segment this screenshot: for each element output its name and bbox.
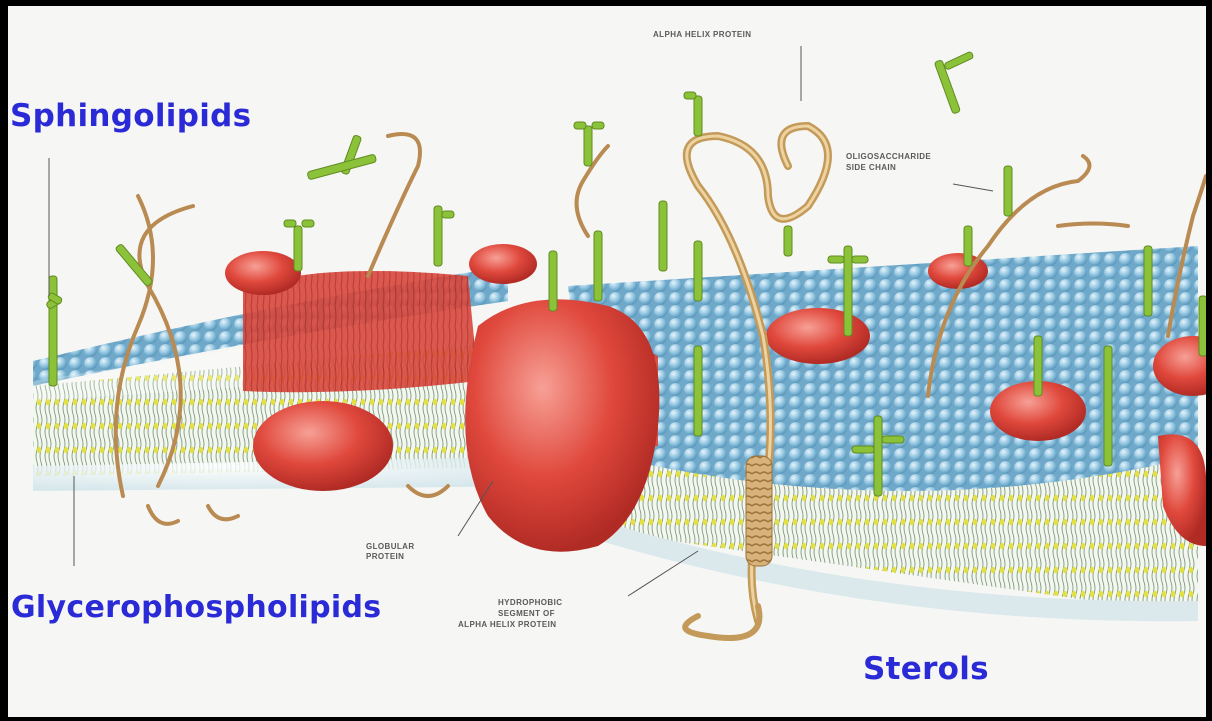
sterols-label: Sterols [863, 651, 989, 687]
glycerophospholipids-label: Glycerophospholipids [11, 590, 381, 625]
globular-protein-label-line1: GLOBULAR [366, 542, 415, 551]
surface-protein [225, 251, 301, 295]
hydrophobic-segment-label-line3: ALPHA HELIX PROTEIN [458, 620, 556, 629]
diagram-canvas: Sphingolipids Glycerophospholipids Stero… [8, 6, 1206, 717]
globular-protein-label-line2: PROTEIN [366, 552, 404, 561]
hydrophobic-segment-label-line2: SEGMENT OF [498, 609, 555, 618]
oligosaccharide-label-line2: SIDE CHAIN [846, 163, 896, 172]
hydrophobic-segment-label-line1: HYDROPHOBIC [498, 598, 562, 607]
globular-protein [465, 299, 659, 551]
alpha-helix-protein-label: ALPHA HELIX PROTEIN [653, 30, 751, 39]
peripheral-protein [253, 401, 393, 491]
sphingolipids-label: Sphingolipids [10, 98, 251, 134]
embedded-protein [766, 308, 870, 364]
surface-protein [469, 244, 537, 284]
oligosaccharide-label-line1: OLIGOSACCHARIDE [846, 152, 931, 161]
